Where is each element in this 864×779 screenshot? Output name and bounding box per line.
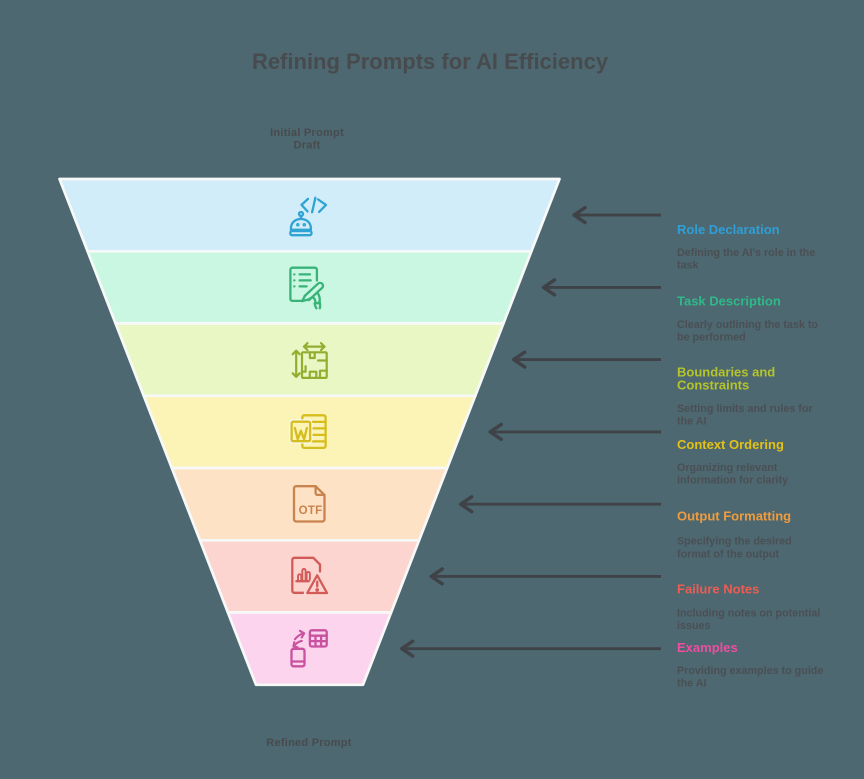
svg-text:Refined Prompt: Refined Prompt <box>266 737 351 749</box>
svg-text:Organizing relevant: Organizing relevant <box>677 462 778 474</box>
svg-text:Providing examples to guide: Providing examples to guide <box>677 665 823 677</box>
svg-text:the AI: the AI <box>677 416 706 428</box>
svg-text:Refining Prompts for AI Effici: Refining Prompts for AI Efficiency <box>252 49 609 74</box>
svg-text:Failure Notes: Failure Notes <box>677 581 759 596</box>
svg-text:task: task <box>677 260 699 272</box>
svg-text:Clearly outlining the task to: Clearly outlining the task to <box>677 319 818 331</box>
svg-text:Task Description: Task Description <box>677 293 781 308</box>
svg-text:Initial Prompt: Initial Prompt <box>270 127 344 139</box>
svg-text:Role Declaration: Role Declaration <box>677 222 780 237</box>
svg-text:information for clarity: information for clarity <box>677 475 788 487</box>
svg-text:issues: issues <box>677 620 710 632</box>
svg-text:Draft: Draft <box>294 140 321 152</box>
svg-text:Boundaries and: Boundaries and <box>677 364 775 379</box>
svg-text:Examples: Examples <box>677 640 738 655</box>
svg-text:Output Formatting: Output Formatting <box>677 509 791 524</box>
svg-text:OTF: OTF <box>299 505 323 517</box>
svg-text:Including notes on potential: Including notes on potential <box>677 607 820 619</box>
svg-text:Specifying the desired: Specifying the desired <box>677 536 792 548</box>
svg-text:Setting limits and rules for: Setting limits and rules for <box>677 403 813 415</box>
svg-text:be performed: be performed <box>677 332 746 344</box>
svg-text:Constraints: Constraints <box>677 377 749 392</box>
svg-text:Context Ordering: Context Ordering <box>677 437 784 452</box>
svg-text:the AI: the AI <box>677 678 706 690</box>
svg-text:Defining the AI's role in the: Defining the AI's role in the <box>677 247 815 259</box>
svg-text:format of the output: format of the output <box>677 548 780 560</box>
